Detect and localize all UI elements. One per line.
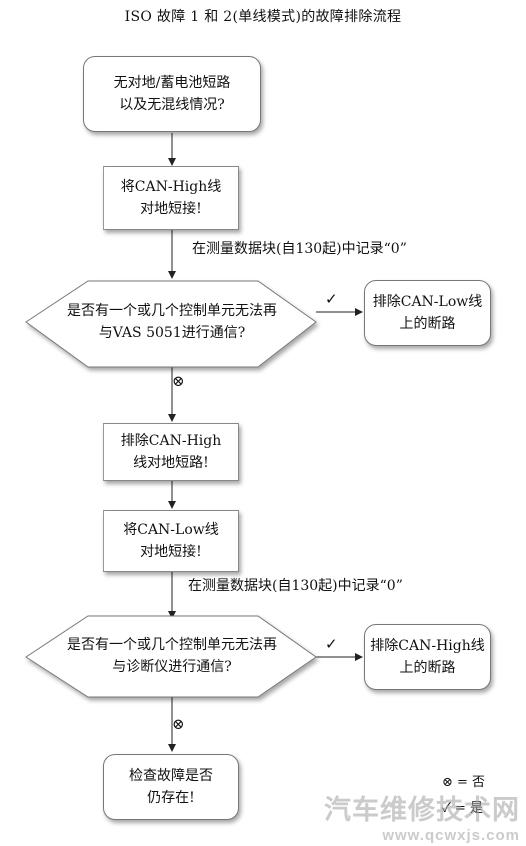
yes-icon-1: ✓ bbox=[325, 290, 338, 308]
high-fix-step: 排除CAN-High 线对地短路! bbox=[103, 423, 239, 481]
decision2-line-1: 是否有一个或几个控制单元无法再 bbox=[67, 637, 277, 653]
high-fix-line-2: 线对地短路! bbox=[133, 455, 209, 471]
watermark: 汽车维修技术网 www.qcwxjs.com bbox=[324, 788, 520, 844]
watermark-line-1: 汽车维修技术网 bbox=[324, 795, 520, 825]
decision1-line-1: 是否有一个或几个控制单元无法再 bbox=[67, 303, 277, 319]
start-line-1: 无对地/蓄电池短路 bbox=[113, 75, 231, 91]
high-break-line-1: 排除CAN-High线 bbox=[370, 638, 485, 654]
decision1-line-2: 与VAS 5051进行通信? bbox=[98, 325, 246, 341]
no-icon-1: ⊗ bbox=[172, 372, 185, 390]
record-note-1: 在测量数据块(自130起)中记录“0” bbox=[192, 241, 407, 257]
decision1-shape bbox=[25, 280, 317, 368]
legend-yes: ✓ = 是 bbox=[442, 797, 483, 816]
start-line-2: 以及无混线情况? bbox=[119, 97, 225, 113]
high-ground-line-2: 对地短接! bbox=[140, 201, 202, 217]
high-fix-line-1: 排除CAN-High bbox=[120, 433, 222, 449]
check-line-2: 仍存在! bbox=[147, 790, 195, 806]
high-ground-line-1: 将CAN-High线 bbox=[120, 179, 222, 195]
legend-yes-label: = 是 bbox=[455, 801, 484, 816]
low-break-line-1: 排除CAN-Low线 bbox=[372, 294, 483, 310]
decision2-line-2: 与诊断仪进行通信? bbox=[112, 659, 232, 675]
high-break-node: 排除CAN-High线上的断路 bbox=[364, 624, 491, 690]
low-ground-line-2: 对地短接! bbox=[140, 544, 202, 560]
low-break-line-2: 上的断路 bbox=[399, 316, 456, 332]
low-ground-line-1: 将CAN-Low线 bbox=[123, 522, 219, 538]
decision1-text: 是否有一个或几个控制单元无法再 与VAS 5051进行通信? bbox=[30, 300, 314, 344]
decision2-shape bbox=[25, 615, 317, 698]
low-ground-step: 将CAN-Low线对地短接! bbox=[103, 510, 239, 572]
record-note-2: 在测量数据块(自130起)中记录“0” bbox=[188, 578, 403, 594]
no-icon-2: ⊗ bbox=[172, 715, 185, 733]
legend-no: ⊗ = 否 bbox=[442, 775, 486, 790]
high-break-line-2: 上的断路 bbox=[399, 660, 456, 676]
legend-yes-icon: ✓ bbox=[442, 801, 451, 816]
decision2-text: 是否有一个或几个控制单元无法再 与诊断仪进行通信? bbox=[30, 634, 314, 678]
yes-icon-2: ✓ bbox=[325, 635, 338, 653]
check-line-1: 检查故障是否 bbox=[129, 768, 213, 784]
page-title: ISO 故障 1 和 2(单线模式)的故障排除流程 bbox=[124, 9, 402, 25]
high-ground-step: 将CAN-High线对地短接! bbox=[103, 166, 239, 230]
low-break-node: 排除CAN-Low线上的断路 bbox=[364, 280, 491, 346]
check-node: 检查故障是否仍存在! bbox=[103, 754, 239, 820]
start-node: 无对地/蓄电池短路以及无混线情况? bbox=[83, 56, 261, 132]
watermark-line-2: www.qcwxjs.com bbox=[382, 827, 520, 844]
